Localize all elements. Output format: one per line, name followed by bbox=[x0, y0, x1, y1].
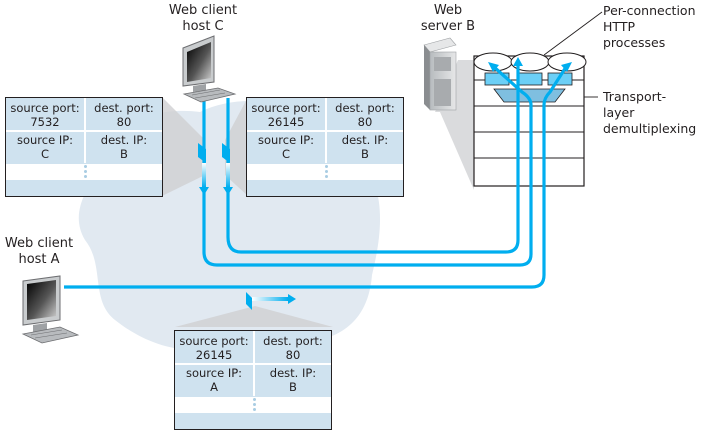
dest-port-value: 80 bbox=[116, 115, 132, 129]
transport-layer-demux bbox=[493, 88, 566, 103]
dest-port-label: dest. port: bbox=[335, 101, 395, 115]
source-port-label: source port: bbox=[10, 101, 80, 115]
http-processes-annotation: Per-connection HTTP processes bbox=[603, 3, 696, 50]
dest-port-value: 80 bbox=[285, 348, 301, 362]
connection-c-26145 bbox=[226, 66, 520, 254]
segment-header-c-7532: source port:7532 dest. port:80 source IP… bbox=[5, 97, 163, 197]
source-ip-value: C bbox=[281, 147, 291, 161]
server-b-label: Web server B bbox=[420, 3, 476, 34]
source-ip-label: source IP: bbox=[185, 366, 243, 380]
source-port-value: 26145 bbox=[195, 348, 233, 362]
connection-c-7532 bbox=[202, 65, 533, 267]
socket-2 bbox=[517, 72, 543, 86]
dest-ip-value: B bbox=[120, 147, 128, 161]
segment-flag-a-26145 bbox=[246, 292, 296, 310]
ellipsis-icon bbox=[84, 165, 87, 180]
leader-http bbox=[543, 11, 603, 56]
connection-a-26145 bbox=[64, 66, 568, 289]
dest-port-label: dest. port: bbox=[94, 101, 154, 115]
dest-ip-value: B bbox=[361, 147, 369, 161]
dest-ip-label: dest. IP: bbox=[341, 133, 389, 147]
dest-ip-label: dest. IP: bbox=[100, 133, 148, 147]
arrowhead-3 bbox=[561, 62, 572, 72]
host-a-label: Web client host A bbox=[4, 236, 74, 267]
zoom-cone-a bbox=[175, 306, 333, 327]
host-c-label: Web client host C bbox=[168, 3, 238, 34]
ellipsis-icon bbox=[253, 398, 256, 413]
host-c-computer-icon bbox=[182, 35, 237, 103]
arrowhead-2 bbox=[513, 57, 523, 66]
source-port-label: source port: bbox=[251, 101, 321, 115]
segment-flag-c-26145 bbox=[222, 143, 233, 195]
source-ip-value: A bbox=[210, 380, 218, 394]
segment-flag-c-7532 bbox=[198, 143, 209, 195]
zoom-cone-c-right bbox=[225, 97, 248, 196]
zoom-cone-c-left bbox=[162, 97, 205, 196]
host-a-computer-icon bbox=[21, 275, 80, 344]
dest-ip-label: dest. IP: bbox=[269, 366, 317, 380]
dest-port-label: dest. port: bbox=[263, 334, 323, 348]
dest-port-value: 80 bbox=[357, 115, 373, 129]
source-ip-label: source IP: bbox=[16, 133, 74, 147]
segment-header-c-26145: source port:26145 dest. port:80 source I… bbox=[246, 97, 404, 197]
transport-demux-annotation: Transport- layer demultiplexing bbox=[603, 89, 697, 136]
source-port-value: 7532 bbox=[30, 115, 60, 129]
source-ip-label: source IP: bbox=[257, 133, 315, 147]
dest-ip-value: B bbox=[289, 380, 297, 394]
ellipsis-icon bbox=[325, 165, 328, 180]
source-port-label: source port: bbox=[179, 334, 249, 348]
segment-header-a-26145: source port:26145 dest. port:80 source I… bbox=[174, 330, 332, 430]
protocol-stack bbox=[473, 52, 587, 187]
arrowhead-1 bbox=[488, 62, 499, 72]
server-b-tower-icon bbox=[423, 37, 457, 111]
source-port-value: 26145 bbox=[267, 115, 305, 129]
source-ip-value: C bbox=[40, 147, 50, 161]
